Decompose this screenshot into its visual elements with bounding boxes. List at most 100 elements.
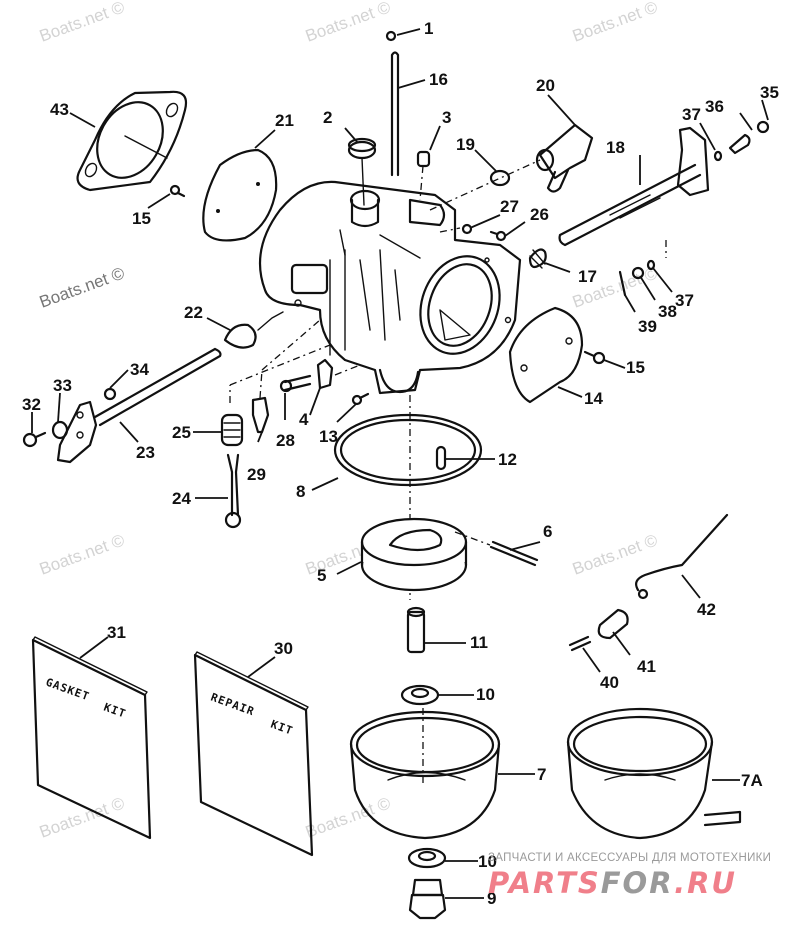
part-9-plug[interactable] xyxy=(408,878,447,920)
callout-12[interactable]: 12 xyxy=(498,450,517,469)
watermarks: Boats.net © Boats.net © Boats.net © Boat… xyxy=(37,0,661,842)
callout-14[interactable]: 14 xyxy=(584,389,603,408)
part-42-rod[interactable] xyxy=(635,513,729,600)
callout-23[interactable]: 23 xyxy=(136,443,155,462)
callout-17[interactable]: 17 xyxy=(578,267,597,286)
part-20-fitting[interactable] xyxy=(535,123,594,193)
callout-22[interactable]: 22 xyxy=(184,303,203,322)
part-26-screw[interactable] xyxy=(489,230,507,242)
part-10-washer-lower[interactable] xyxy=(407,847,447,869)
part-4-bracket[interactable] xyxy=(316,358,334,390)
part-23-throttle-shaft[interactable] xyxy=(56,347,222,464)
callout-6[interactable]: 6 xyxy=(543,522,552,541)
part-10-washer[interactable] xyxy=(400,684,440,706)
callout-18[interactable]: 18 xyxy=(606,138,625,157)
callout-10-lower[interactable]: 10 xyxy=(478,852,497,871)
callout-15-left[interactable]: 15 xyxy=(132,209,151,228)
callout-11[interactable]: 11 xyxy=(470,633,488,652)
callout-26[interactable]: 26 xyxy=(530,205,549,224)
callout-28[interactable]: 28 xyxy=(276,431,295,450)
callout-16[interactable]: 16 xyxy=(429,70,448,89)
callout-9[interactable]: 9 xyxy=(487,889,496,908)
part-21-cover[interactable] xyxy=(202,148,278,242)
part-6-pin[interactable] xyxy=(454,531,539,567)
part-29-seat[interactable] xyxy=(251,369,270,434)
callout-5[interactable]: 5 xyxy=(317,566,326,585)
callout-37-upper[interactable]: 37 xyxy=(682,105,701,124)
part-22-spring[interactable] xyxy=(223,311,284,349)
part-18-shaft[interactable] xyxy=(558,126,710,247)
part-16-rod[interactable] xyxy=(390,51,400,177)
part-32-screw[interactable] xyxy=(22,431,47,448)
part-38-washer[interactable] xyxy=(631,266,645,280)
callout-30[interactable]: 30 xyxy=(274,639,293,658)
callout-24[interactable]: 24 xyxy=(172,489,191,508)
carburetor-body[interactable] xyxy=(258,180,522,395)
part-15-screw-right[interactable] xyxy=(583,350,606,365)
callout-40[interactable]: 40 xyxy=(600,673,619,692)
callout-7a[interactable]: 7A xyxy=(741,771,763,790)
callout-7[interactable]: 7 xyxy=(537,765,546,784)
callout-3[interactable]: 3 xyxy=(442,108,451,127)
callout-34[interactable]: 34 xyxy=(130,360,149,379)
part-30-repair-kit[interactable]: REPAIR KIT xyxy=(193,651,314,857)
part-28-screw[interactable] xyxy=(279,374,312,393)
callout-8[interactable]: 8 xyxy=(296,482,305,501)
part-25-spring[interactable] xyxy=(220,385,244,447)
part-37-clip-lower[interactable] xyxy=(646,240,667,271)
part-37-clip[interactable] xyxy=(713,150,723,162)
callout-13[interactable]: 13 xyxy=(319,427,338,446)
part-17-spring[interactable] xyxy=(528,248,547,269)
callout-10-upper[interactable]: 10 xyxy=(476,685,495,704)
part-13-screw[interactable] xyxy=(351,392,370,406)
callout-19[interactable]: 19 xyxy=(456,135,475,154)
callout-15-right[interactable]: 15 xyxy=(626,358,645,377)
callout-42[interactable]: 42 xyxy=(697,600,716,619)
part-27-plug[interactable] xyxy=(461,223,473,235)
part-2-plug[interactable] xyxy=(347,137,377,206)
part-1-ball[interactable] xyxy=(385,30,397,42)
part-41-sleeve[interactable] xyxy=(597,608,629,640)
callout-29[interactable]: 29 xyxy=(247,465,266,484)
callout-21[interactable]: 21 xyxy=(275,111,294,130)
branding-tagline: ЗАПЧАСТИ И АКСЕССУАРЫ ДЛЯ МОТОТЕХНИКИ xyxy=(488,852,772,864)
logo-part-for: FOR xyxy=(600,866,675,900)
part-11-nozzle[interactable] xyxy=(406,606,426,654)
callout-27[interactable]: 27 xyxy=(500,197,519,216)
part-34-nut[interactable] xyxy=(103,387,117,401)
callout-36[interactable]: 36 xyxy=(705,97,724,116)
callout-39[interactable]: 39 xyxy=(638,317,657,336)
part-33-bushing[interactable] xyxy=(51,420,69,440)
part-7a-bowl[interactable] xyxy=(566,707,742,840)
part-35-screw[interactable] xyxy=(756,120,770,134)
watermark: Boats.net © xyxy=(303,793,394,841)
part-14-plate[interactable] xyxy=(508,306,584,404)
callout-20[interactable]: 20 xyxy=(536,76,555,95)
callout-31[interactable]: 31 xyxy=(107,623,126,642)
callout-38[interactable]: 38 xyxy=(658,302,677,321)
callout-25[interactable]: 25 xyxy=(172,423,191,442)
callout-43[interactable]: 43 xyxy=(50,100,69,119)
part-39-pin[interactable] xyxy=(618,270,627,297)
branding-logo[interactable]: PARTSFOR.RU xyxy=(488,866,737,900)
callout-32[interactable]: 32 xyxy=(22,395,41,414)
part-19-washer[interactable] xyxy=(429,159,541,211)
logo-part-parts: PARTS xyxy=(488,866,601,900)
part-40-pin[interactable] xyxy=(568,635,592,652)
callout-35[interactable]: 35 xyxy=(760,83,779,102)
part-3-cap[interactable] xyxy=(416,150,431,201)
callout-4[interactable]: 4 xyxy=(299,410,309,429)
callout-2[interactable]: 2 xyxy=(323,108,332,127)
callout-33[interactable]: 33 xyxy=(53,376,72,395)
part-15-screw[interactable] xyxy=(169,184,186,198)
callout-41[interactable]: 41 xyxy=(637,657,656,676)
part-24-needle[interactable] xyxy=(224,453,242,529)
part-5-float[interactable] xyxy=(360,517,468,592)
part-36-pin[interactable] xyxy=(728,133,751,155)
callout-37-lower[interactable]: 37 xyxy=(675,291,694,310)
part-7-bowl[interactable] xyxy=(349,708,501,840)
part-43-gasket[interactable] xyxy=(76,90,188,192)
part-12-jet[interactable] xyxy=(435,445,447,471)
callout-1[interactable]: 1 xyxy=(424,19,433,38)
